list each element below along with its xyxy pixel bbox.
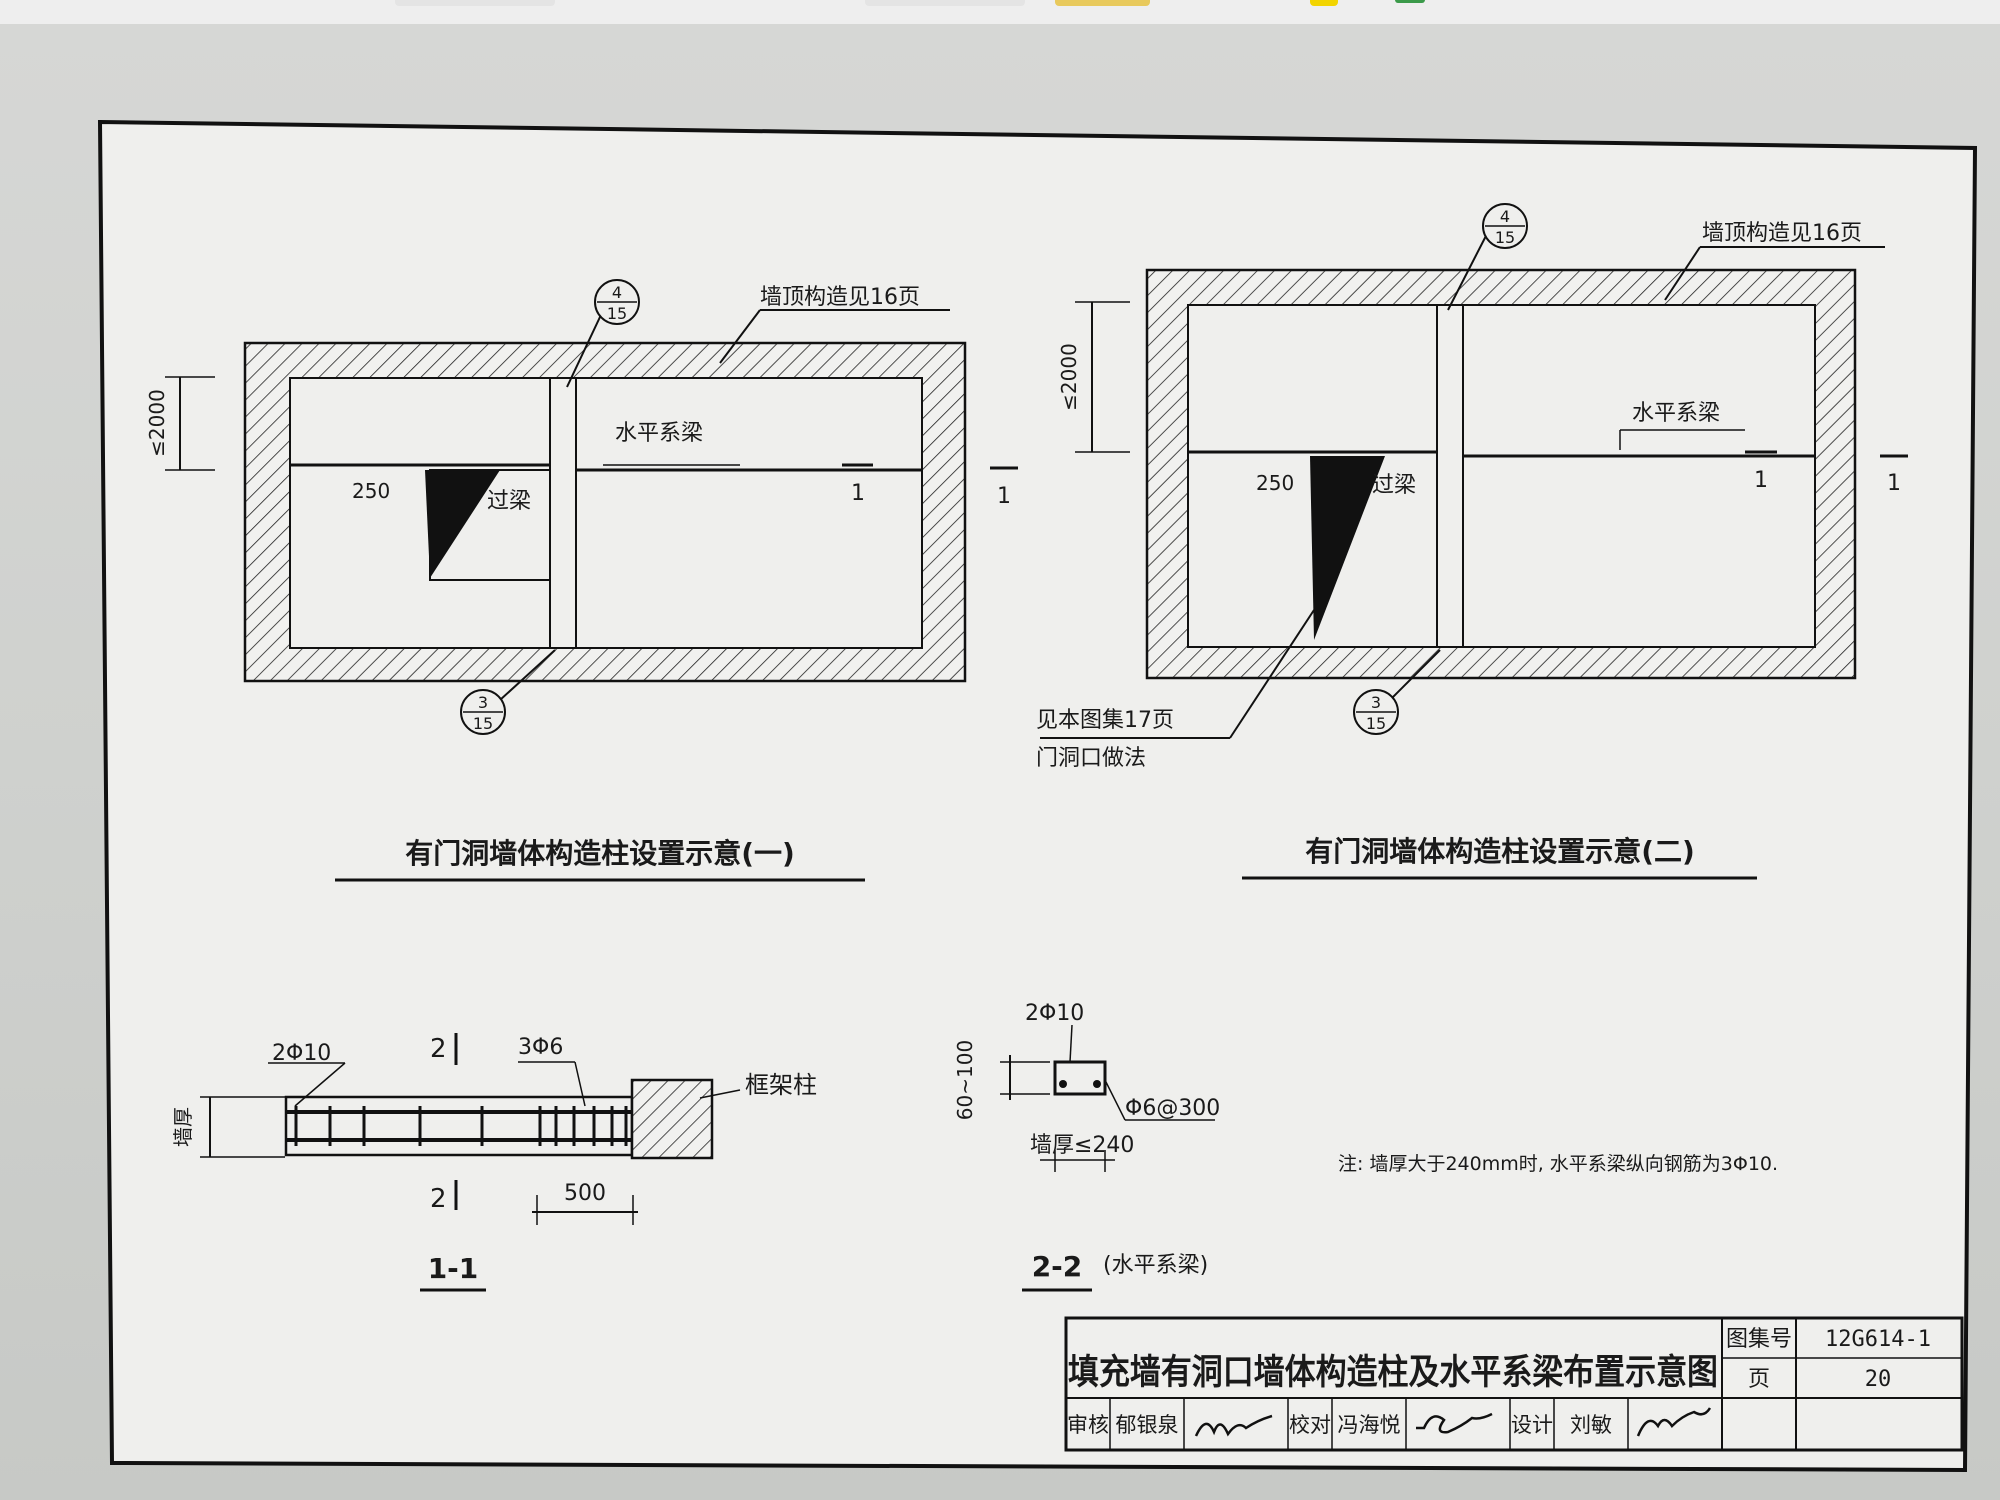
title-block: 填充墙有洞口墙体构造柱及水平系梁布置示意图 图集号 12G614-1 页 20 … xyxy=(1064,1316,1964,1452)
checker-name: 冯海悦 xyxy=(1338,1413,1401,1437)
section-mark-inner: 1 xyxy=(1754,468,1768,493)
checker-signature xyxy=(1416,1412,1493,1434)
beam-section xyxy=(1053,1060,1107,1096)
stirrups xyxy=(294,1106,628,1146)
wall-panel xyxy=(289,377,923,649)
height-dim: ≤2000 xyxy=(145,389,169,457)
review-label: 审核 xyxy=(1067,1413,1109,1437)
atlas-number: 12G614-1 xyxy=(1825,1327,1931,1352)
designer-name: 刘敏 xyxy=(1570,1413,1612,1437)
beam-label: 水平系梁 xyxy=(615,421,703,446)
top-note: 墙顶构造见16页 xyxy=(760,285,920,310)
detail-bottom-page: 15 xyxy=(1366,714,1386,733)
figure-door-wall-1: 4 15 3 15 墙顶构造见16页 水平系梁 过梁 250 1 1 ≤2000… xyxy=(145,279,1018,882)
cut-mark-bottom: 2 xyxy=(430,1184,447,1214)
rebar-dot xyxy=(1059,1080,1067,1088)
designer-signature xyxy=(1636,1407,1712,1437)
stirrup-label: Φ6@300 xyxy=(1125,1096,1220,1121)
rebar-dot xyxy=(1093,1080,1101,1088)
toolbar-button[interactable] xyxy=(865,0,1025,6)
section-title: 1-1 xyxy=(428,1252,479,1285)
figure-caption: 有门洞墙体构造柱设置示意(二) xyxy=(1305,835,1695,868)
atlas-label: 图集号 xyxy=(1726,1327,1792,1352)
lintel-dim: 250 xyxy=(1256,471,1294,495)
toolbar-button-green[interactable] xyxy=(1395,0,1425,3)
rebar-main-label: 2Φ10 xyxy=(1025,1001,1084,1026)
detail-top-page: 15 xyxy=(607,304,627,323)
beam-label: 水平系梁 xyxy=(1632,401,1720,426)
dim-500: 500 xyxy=(564,1181,606,1206)
drawing-note: 注: 墙厚大于240mm时, 水平系梁纵向钢筋为3Φ10. xyxy=(1338,1153,1778,1175)
detail-top-page: 15 xyxy=(1495,228,1515,247)
check-label: 校对 xyxy=(1289,1413,1331,1437)
height-dim: ≤2000 xyxy=(1057,343,1081,411)
frame-column xyxy=(630,1078,714,1160)
figure-door-wall-2: 4 15 3 15 墙顶构造见16页 水平系梁 过梁 250 1 1 见本图集1… xyxy=(1036,203,1908,880)
lintel xyxy=(425,470,500,578)
rebar-main-label: 2Φ10 xyxy=(272,1041,331,1066)
section-mark-outer: 1 xyxy=(1887,471,1901,496)
cut-mark-top: 2 xyxy=(430,1034,447,1064)
detail-top-num: 4 xyxy=(1500,207,1510,226)
reviewer-signature xyxy=(1194,1414,1273,1437)
section-2-2: 2Φ10 60~100 Φ6@300 墙厚≤240 2-2 (水平系梁) xyxy=(953,1001,1220,1292)
page-label: 页 xyxy=(1748,1367,1770,1392)
beam-body xyxy=(284,1095,634,1157)
sheet-title: 填充墙有洞口墙体构造柱及水平系梁布置示意图 xyxy=(1068,1353,1718,1393)
wall-panel xyxy=(1187,304,1816,648)
rebar-end-label: 3Φ6 xyxy=(518,1035,563,1060)
section-mark-inner: 1 xyxy=(851,481,865,506)
constructional-column xyxy=(549,377,577,649)
column-label: 框架柱 xyxy=(745,1071,817,1099)
top-note: 墙顶构造见16页 xyxy=(1702,221,1862,246)
lintel xyxy=(1310,456,1385,640)
detail-bottom-page: 15 xyxy=(473,714,493,733)
page-number: 20 xyxy=(1865,1367,1892,1392)
door-note-line2: 门洞口做法 xyxy=(1036,746,1146,771)
detail-top-num: 4 xyxy=(612,283,622,302)
toolbar-button-active[interactable] xyxy=(1055,0,1150,6)
section-1-1: 2Φ10 3Φ6 2 2 框架柱 墙厚 500 1-1 xyxy=(171,1033,817,1292)
detail-bottom-num: 3 xyxy=(478,693,488,712)
door-note-line1: 见本图集17页 xyxy=(1036,708,1174,733)
wall-thickness-label: 墙厚 xyxy=(171,1107,195,1147)
section-title: 2-2 xyxy=(1032,1250,1083,1283)
figure-caption: 有门洞墙体构造柱设置示意(一) xyxy=(405,837,795,870)
detail-bottom-num: 3 xyxy=(1371,693,1381,712)
section-mark-outer: 1 xyxy=(997,484,1011,509)
height-dim: 60~100 xyxy=(953,1040,977,1120)
lintel-label: 过梁 xyxy=(1372,473,1416,498)
thickness-label: 墙厚≤240 xyxy=(1030,1133,1134,1158)
constructional-column xyxy=(1436,304,1464,648)
reviewer-name: 郁银泉 xyxy=(1116,1413,1179,1437)
lintel-label: 过梁 xyxy=(487,489,531,514)
lintel-dim: 250 xyxy=(352,479,390,503)
section-subtitle: (水平系梁) xyxy=(1103,1253,1208,1278)
toolbar-button[interactable] xyxy=(395,0,555,6)
design-label: 设计 xyxy=(1511,1413,1553,1437)
toolbar-button-highlight[interactable] xyxy=(1310,0,1338,6)
